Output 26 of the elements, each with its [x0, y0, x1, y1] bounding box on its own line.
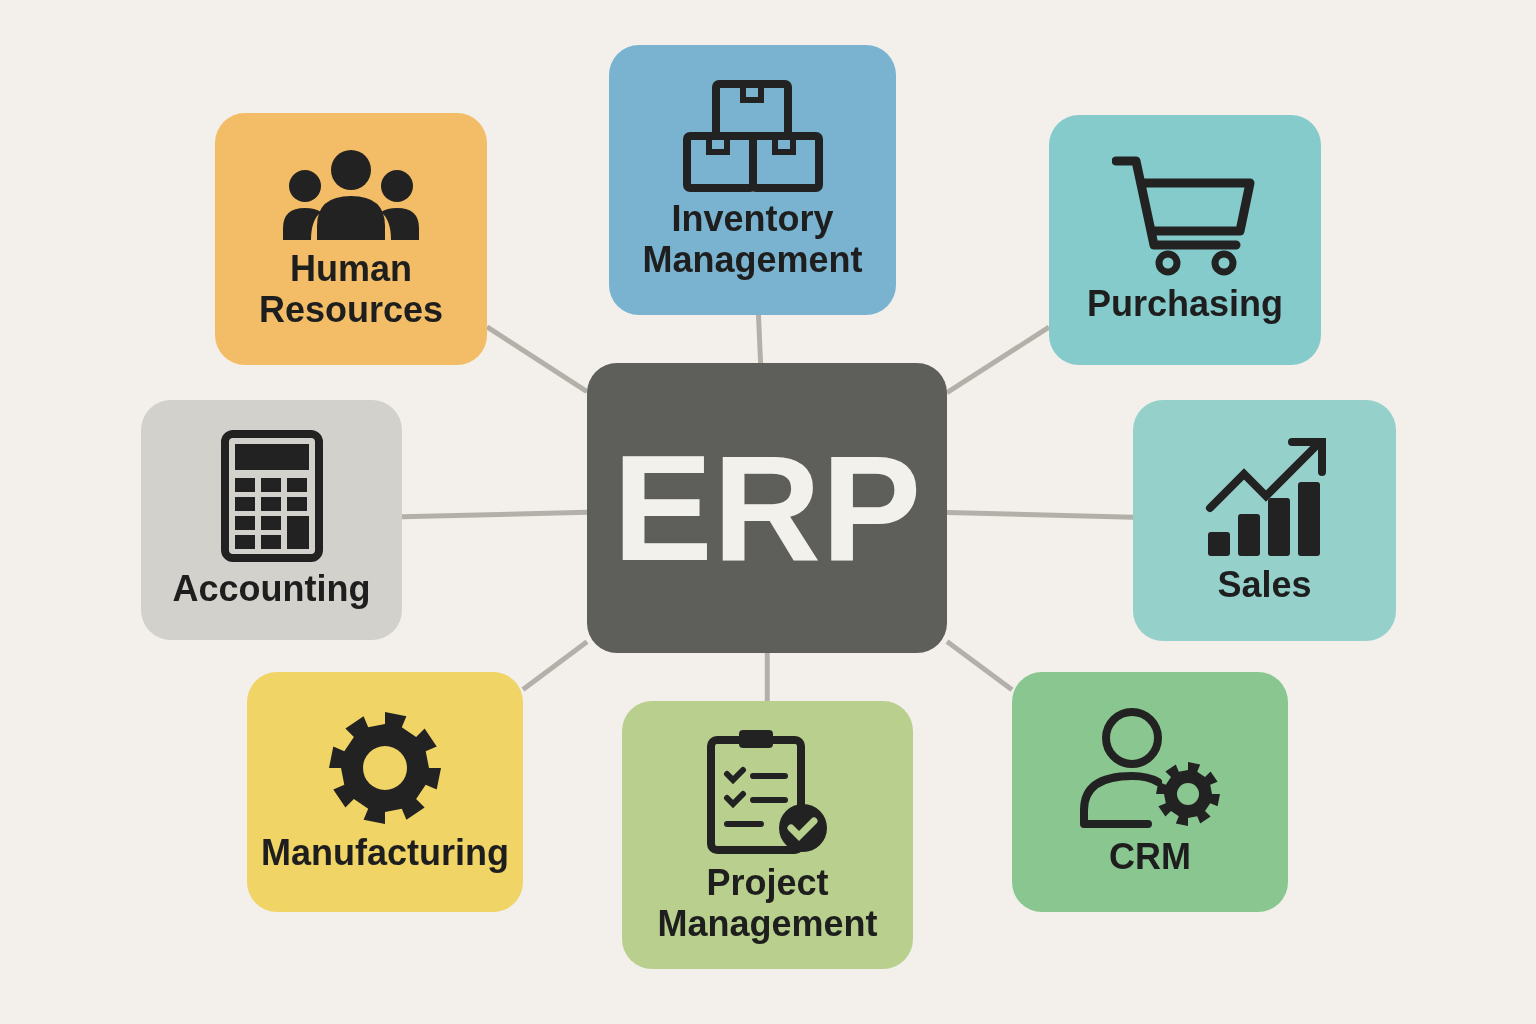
connector-line — [945, 639, 1014, 692]
module-card — [622, 701, 913, 969]
central-hub-box — [587, 363, 947, 653]
module-card — [1012, 672, 1288, 912]
module-card — [1049, 115, 1321, 365]
module-label: Project Management — [656, 861, 879, 945]
module-label: CRM — [1108, 836, 1192, 878]
connector-line — [485, 324, 589, 394]
connector-line — [521, 639, 589, 692]
module-label: Purchasing — [1085, 283, 1285, 325]
module-card — [247, 672, 523, 912]
module-card — [215, 113, 487, 365]
connector-line — [755, 314, 764, 364]
connector-line — [946, 510, 1134, 520]
module-card — [141, 400, 402, 640]
module-label: Accounting — [171, 568, 372, 610]
connector-line — [945, 325, 1051, 395]
module-label: Inventory Management — [641, 197, 864, 281]
module-card — [1133, 400, 1396, 641]
module-label: Sales — [1216, 563, 1313, 606]
connector-line — [401, 509, 588, 520]
module-label: Manufacturing — [260, 832, 510, 874]
connector-line — [764, 653, 770, 701]
module-card — [609, 45, 896, 315]
module-label: Human Resources — [257, 247, 445, 331]
hub-title: ERP — [611, 433, 923, 583]
